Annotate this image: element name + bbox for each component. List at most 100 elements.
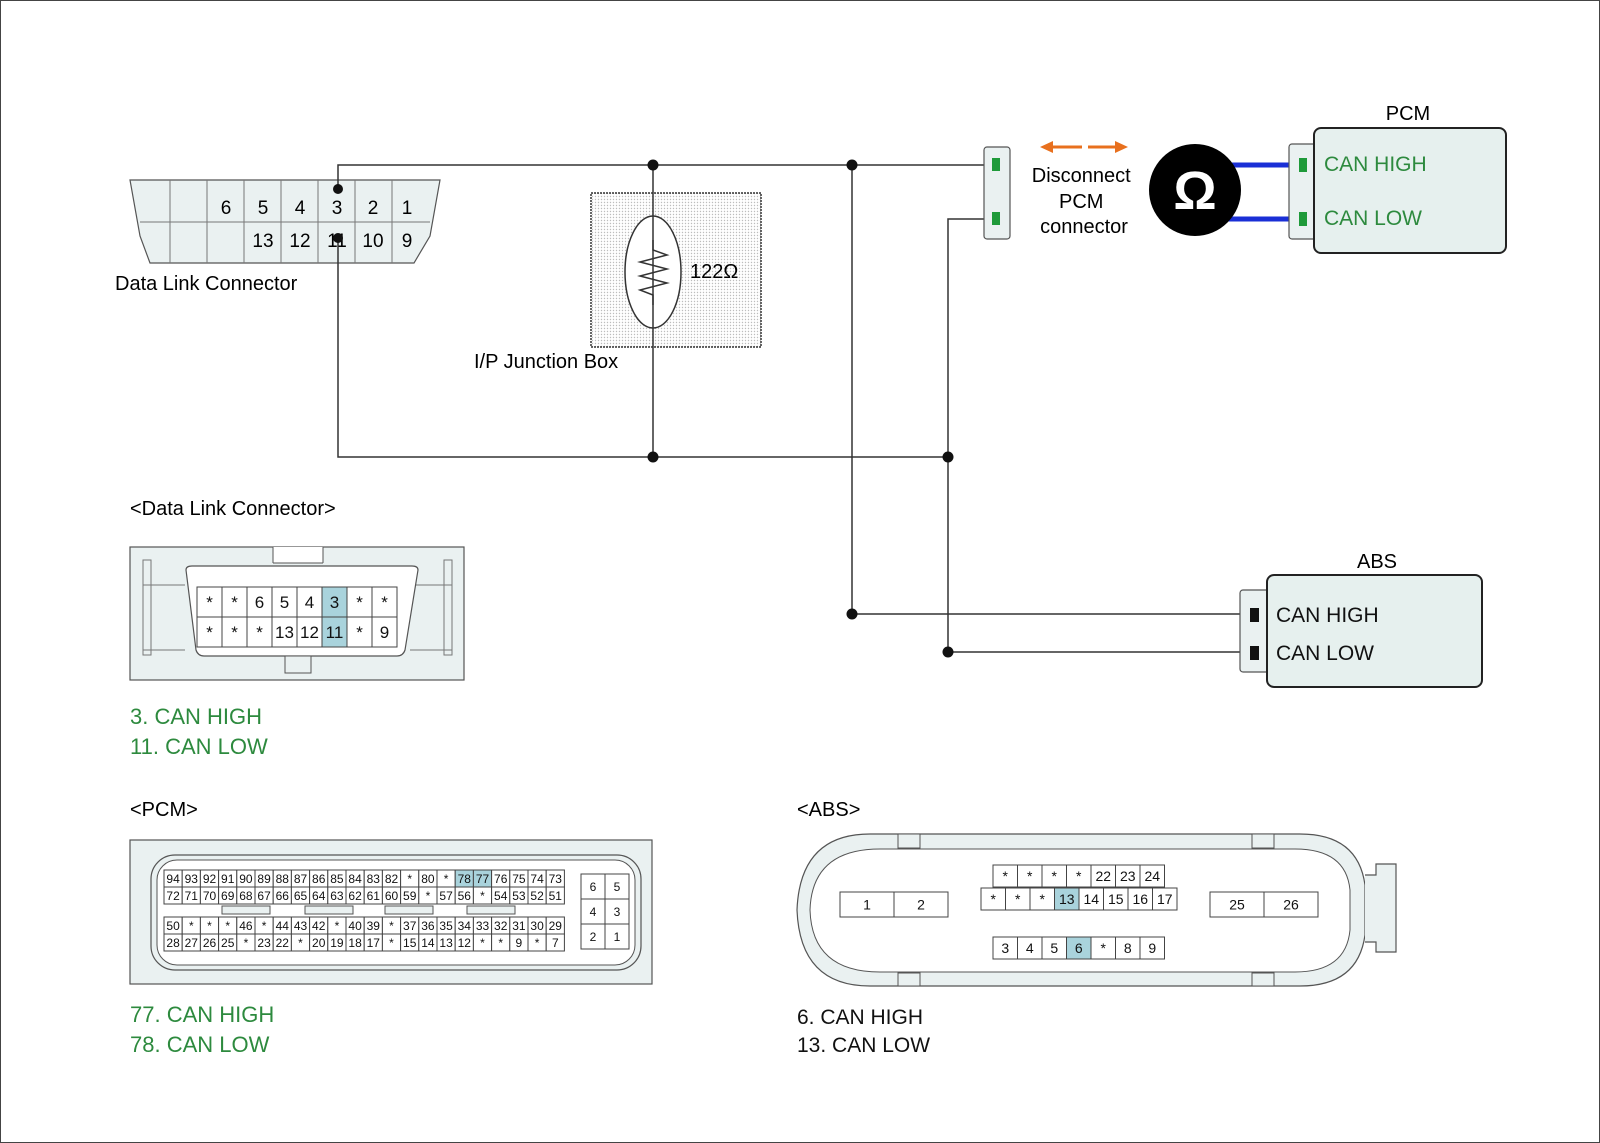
can-low-abs-branch — [947, 457, 1245, 653]
abs-view-pin-label: * — [1003, 868, 1009, 884]
dlc-view-pin-label: 4 — [305, 593, 314, 612]
dlc-view-pin-label: 11 — [326, 623, 344, 642]
abs-view-pin-label: * — [1040, 891, 1046, 907]
dlc-pin-label: 6 — [221, 198, 232, 219]
abs-view-pin-label: 23 — [1120, 868, 1136, 884]
pcm-view-pin-label: * — [498, 936, 503, 950]
pcm-view-pin-label: 72 — [166, 889, 180, 903]
disconnect-instruction: Disconnect PCM connector — [1032, 165, 1137, 238]
ohmmeter-icon: Ω — [1149, 144, 1241, 236]
pcm-side-pin-cell — [580, 923, 606, 950]
pcm-view-pin-label: * — [535, 936, 540, 950]
pcm-view-pin-label: 70 — [203, 889, 217, 903]
disconnect-line-2: PCM — [1059, 191, 1103, 213]
junction-box-label: I/P Junction Box — [474, 351, 618, 373]
dlc-view-pin-label: 5 — [280, 593, 289, 612]
pcm-view-pin-label: 69 — [221, 889, 235, 903]
abs-view-pin-label: 9 — [1148, 940, 1156, 956]
abs-legend-can-low: 13. CAN LOW — [797, 1034, 930, 1057]
abs-view-pin-cell — [893, 891, 949, 918]
pcm-view-pin-label: * — [389, 936, 394, 950]
pcm-view-pin-label: 35 — [439, 919, 453, 933]
abs-view-pin-label: * — [1076, 868, 1082, 884]
abs-view-pin-cell — [1209, 891, 1265, 918]
pcm-view-pin-label: 54 — [494, 889, 508, 903]
dlc-view-title: <Data Link Connector> — [130, 498, 336, 520]
abs-view-pin-cell — [1139, 936, 1165, 960]
pcm-view-pin-label: 27 — [185, 936, 199, 950]
pcm-view-pin-cell — [545, 933, 565, 952]
resistor-value: 122Ω — [690, 261, 738, 283]
dlc-view-pin-cell — [371, 616, 398, 648]
pcm-side-pin-cell — [580, 898, 606, 925]
disconnect-arrows — [1040, 141, 1128, 153]
pcm-view-pin-label: 93 — [185, 872, 199, 886]
pcm-view-pin-label: * — [244, 936, 249, 950]
pcm-view-pin-label: 14 — [421, 936, 435, 950]
dlc-view-pin-label: * — [356, 623, 363, 642]
abs-view-pin-label: * — [1101, 940, 1107, 956]
dlc-legend-can-low: 11. CAN LOW — [130, 734, 268, 759]
pcm-view-pin-label: 20 — [312, 936, 326, 950]
pcm-legend-can-high: 77. CAN HIGH — [130, 1002, 274, 1027]
pcm-view-pin-label: 80 — [421, 872, 435, 886]
dlc-view-pin-cell — [221, 616, 248, 648]
dlc-pin-label: 12 — [289, 231, 310, 252]
dlc-view-pin-label: * — [206, 593, 213, 612]
pcm-view-pin-label: 37 — [403, 919, 417, 933]
pcm-view-pin-label: 30 — [530, 919, 544, 933]
pcm-view-pin-label: 90 — [239, 872, 253, 886]
can-high-wire — [337, 164, 988, 190]
pcm-view-pin-label: * — [480, 889, 485, 903]
abs-view-pin-label: 16 — [1132, 891, 1148, 907]
dlc-pin-label: 2 — [368, 198, 379, 219]
abs-view-pin-label: 8 — [1124, 940, 1132, 956]
pcm-view-pin-label: 84 — [348, 872, 362, 886]
pcm-view-pin-label: 42 — [312, 919, 326, 933]
abs-view-pin-cell — [1263, 891, 1319, 918]
pcm-view-pin-label: * — [298, 936, 303, 950]
dlc-view-pin-label: 9 — [380, 623, 389, 642]
dlc-view-pin-cell — [271, 586, 298, 618]
abs-view-pin-label: 25 — [1229, 897, 1245, 913]
pcm-view-pin-label: 44 — [276, 919, 290, 933]
dlc-legend-can-high: 3. CAN HIGH — [130, 704, 262, 729]
pcm-view-pin-label: 34 — [458, 919, 472, 933]
abs-view-pin-label: * — [991, 891, 997, 907]
pcm-view-pin-label: 67 — [257, 889, 271, 903]
pcm-view-pin-label: 75 — [512, 872, 526, 886]
pcm-view-pin-label: 94 — [166, 872, 180, 886]
pcm-view-pin-label: 25 — [221, 936, 235, 950]
pcm-view-pin-label: * — [262, 919, 267, 933]
dlc-pin-label: 5 — [258, 198, 269, 219]
pcm-keyways — [221, 905, 516, 915]
dlc-view-pin-cell — [321, 616, 348, 648]
dlc-view-pin-label: * — [231, 623, 238, 642]
dlc-view-pin-label: 13 — [275, 623, 294, 642]
abs-view-pin-label: * — [1015, 891, 1021, 907]
pcm-view-pin-label: * — [335, 919, 340, 933]
pcm-view-pin-label: 82 — [385, 872, 399, 886]
dlc-pin-label: 1 — [402, 198, 413, 219]
pcm-view-pin-label: 18 — [348, 936, 362, 950]
pcm-view-pin-label: 15 — [403, 936, 417, 950]
pcm-view-pin-label: 12 — [458, 936, 472, 950]
dlc-view-pin-cell — [271, 616, 298, 648]
dlc-view-pin-label: * — [381, 593, 388, 612]
pcm-view-pin-label: * — [480, 936, 485, 950]
pcm-view-pin-label: * — [407, 872, 412, 886]
pcm-can-high-label: CAN HIGH — [1324, 153, 1427, 176]
dlc-view-pin-label: * — [356, 593, 363, 612]
pcm-view-pin-label: 78 — [458, 872, 472, 886]
pcm-view-pin-label: 85 — [330, 872, 344, 886]
pcm-view-pin-label: 51 — [549, 889, 563, 903]
abs-view-pin-label: * — [1052, 868, 1058, 884]
pcm-view-pin-label: 63 — [330, 889, 344, 903]
pcm-view-pin-label: 64 — [312, 889, 326, 903]
pcm-view-pin-label: 66 — [276, 889, 290, 903]
abs-view-pin-label: 14 — [1083, 891, 1099, 907]
pcm-view-title: <PCM> — [130, 799, 198, 821]
abs-view-pin-cell — [1152, 887, 1178, 911]
